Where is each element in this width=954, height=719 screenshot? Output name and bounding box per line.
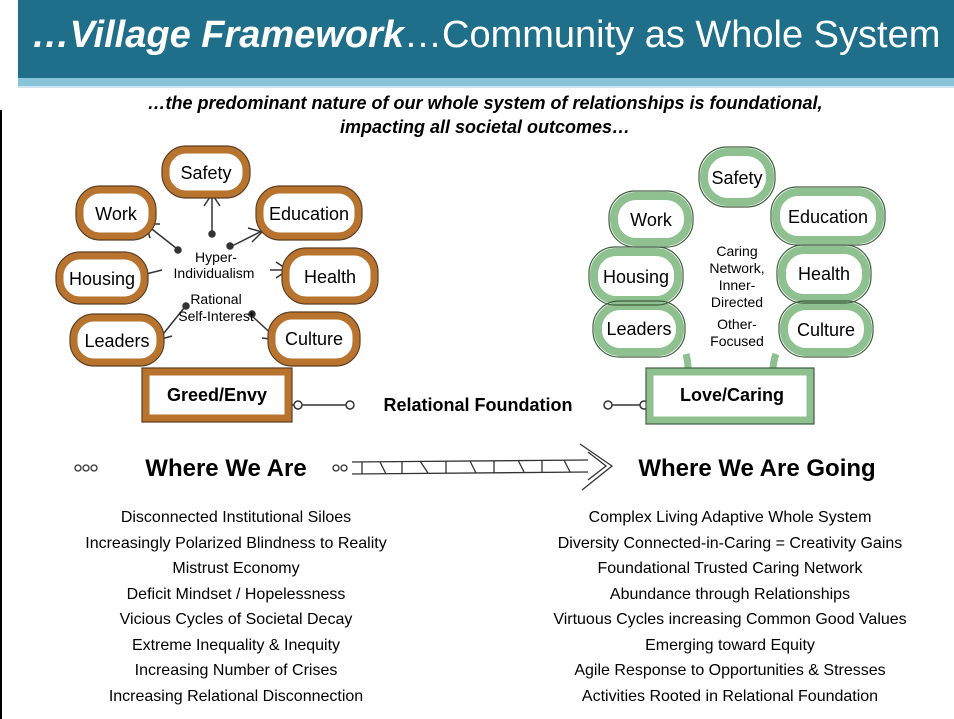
left-foundation-outline (141, 367, 293, 423)
left-list-item: Deficit Mindset / Hopelessness (126, 585, 346, 603)
right-node-education: Education (788, 207, 868, 227)
left-center-line-2: Individualism (174, 265, 255, 281)
right-system: Safety Work Education Housing Health Lea… (588, 146, 886, 425)
progress-arrow (351, 443, 614, 491)
title-bar: …Village Framework…Community as Whole Sy… (18, 0, 954, 88)
left-node-culture: Culture (285, 329, 343, 349)
left-node-education: Education (269, 204, 349, 224)
left-node-work: Work (95, 204, 138, 224)
left-system: Safety Work Education Housing Health Lea… (55, 145, 379, 423)
right-node-culture: Culture (797, 320, 855, 340)
right-node-outlines (588, 146, 886, 358)
left-node-safety: Safety (180, 163, 231, 183)
right-list-item: Activities Rooted in Relational Foundati… (581, 687, 879, 705)
title-rest: …Community as Whole System (404, 14, 941, 56)
left-foundation-box (142, 368, 292, 422)
right-node-work: Work (630, 210, 673, 230)
title-emphasis: …Village Framework (31, 14, 405, 56)
left-list-item: Disconnected Institutional Siloes (120, 509, 352, 526)
left-list-item: Mistrust Economy (172, 560, 300, 577)
left-list-item: Increasing Number of Crises (134, 662, 338, 679)
left-border-rule (0, 110, 2, 719)
where-we-are-going-label: Where We Are Going (638, 455, 875, 482)
right-list-item: Emerging toward Equity (645, 636, 815, 654)
right-node-housing: Housing (603, 267, 669, 287)
right-list-item: Abundance through Relationships (609, 585, 851, 603)
right-node-safety: Safety (711, 168, 762, 188)
relational-foundation-label: Relational Foundation (384, 395, 573, 415)
right-node-health: Health (798, 264, 850, 284)
left-outcome-list: Disconnected Institutional Siloes Increa… (58, 505, 414, 709)
left-node-leaders: Leaders (84, 331, 149, 351)
right-list-item: Virtuous Cycles increasing Common Good V… (553, 611, 907, 628)
left-center-line-1: Hyper- (195, 249, 237, 265)
leading-circles (74, 464, 348, 472)
page-title: …Village Framework…Community as Whole Sy… (18, 14, 954, 57)
right-list-item: Foundational Trusted Caring Network (597, 560, 863, 577)
title-thin-line (18, 86, 954, 88)
left-foundation-label: Greed/Envy (167, 385, 267, 405)
right-node-leaders: Leaders (606, 319, 671, 339)
where-we-are-label: Where We Are (145, 455, 306, 482)
right-list-item: Diversity Connected-in-Caring = Creativi… (557, 534, 903, 552)
left-center-line-4: Self-Interest (178, 308, 254, 324)
relational-foundation-connector (292, 400, 649, 410)
left-list-item: Extreme Inequality & Inequity (131, 636, 341, 654)
left-list-item: Increasing Relational Disconnection (108, 687, 364, 705)
right-center-line-6: Focused (710, 333, 764, 349)
left-list-item: Increasingly Polarized Blindness to Real… (85, 534, 387, 552)
right-foundation-outline (645, 367, 815, 425)
right-center-line-1: Caring (716, 243, 757, 259)
right-list-item: Agile Response to Opportunities & Stress… (574, 662, 886, 679)
left-node-housing: Housing (69, 269, 135, 289)
left-node-outlines (55, 145, 379, 367)
subtitle-line-2: impacting all societal outcomes… (339, 117, 631, 137)
right-outcome-list: Complex Living Adaptive Whole System Div… (510, 505, 950, 709)
subtitle-line-1: …the predominant nature of our whole sys… (147, 93, 823, 113)
right-center-line-4: Directed (711, 294, 763, 310)
left-node-bubbles (56, 146, 378, 366)
right-foundation-box (646, 368, 814, 424)
right-list-item: Complex Living Adaptive Whole System (588, 509, 872, 526)
left-node-health: Health (304, 267, 356, 287)
right-center-line-3: Inner- (719, 277, 756, 293)
right-node-bubbles (590, 148, 884, 356)
title-underline (18, 78, 954, 86)
right-foundation-label: Love/Caring (680, 385, 784, 405)
left-center-line-3: Rational (190, 291, 241, 307)
right-center-line-2: Network, (709, 260, 764, 276)
left-list-item: Vicious Cycles of Societal Decay (119, 611, 353, 628)
right-center-line-5: Other- (717, 316, 757, 332)
